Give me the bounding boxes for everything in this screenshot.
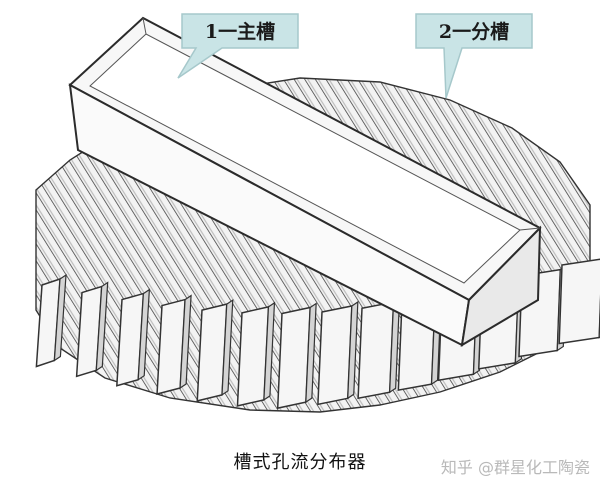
callout-main-trough: 1一主槽	[177, 13, 299, 79]
branch-trough-fin-side	[263, 301, 276, 402]
main-trough	[68, 16, 542, 347]
branch-trough-fin-side	[305, 302, 317, 404]
branch-trough-fin	[276, 306, 311, 410]
callout-main-trough-label: 1一主槽	[205, 20, 275, 43]
branch-trough-fin-side	[53, 273, 67, 362]
watermark: 知乎 @群星化工陶瓷	[440, 458, 590, 477]
branch-trough-fin	[317, 305, 353, 406]
branch-trough-fin-side	[137, 288, 151, 381]
branch-trough-fin-side	[179, 294, 192, 390]
branch-trough-fin-side	[221, 298, 234, 397]
branch-trough-fin-side	[347, 300, 359, 400]
branch-trough-fins	[35, 258, 600, 410]
figure-caption: 槽式孔流分布器	[233, 452, 367, 473]
branch-trough-fin	[558, 258, 600, 345]
callout-branch-trough-label: 2一分槽	[439, 20, 509, 43]
callout-branch-trough: 2一分槽	[415, 13, 533, 99]
branch-trough-fin	[357, 301, 395, 400]
branch-trough-fin-side	[95, 281, 109, 372]
